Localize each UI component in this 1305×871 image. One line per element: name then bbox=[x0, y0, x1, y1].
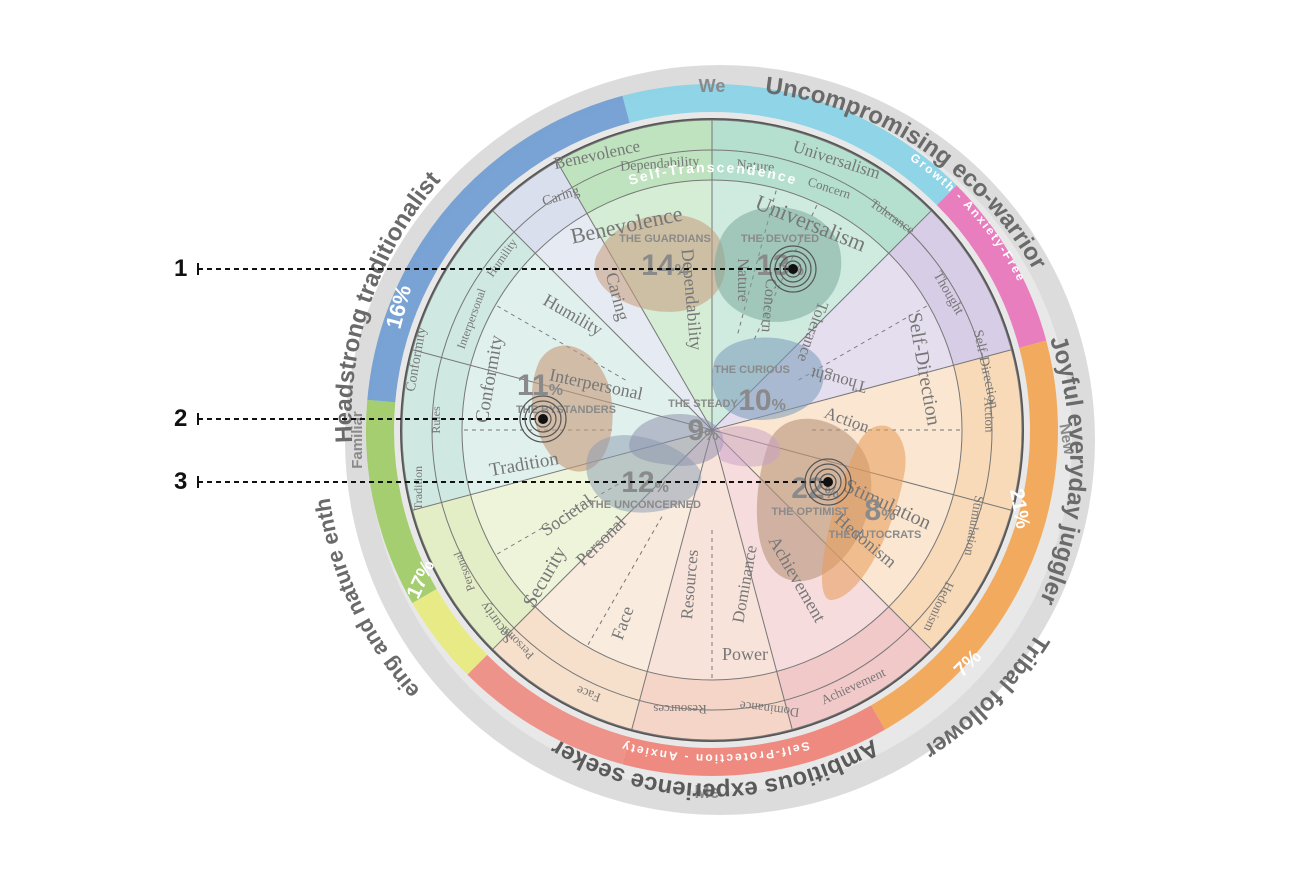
segment-name-0: THE GUARDIANS bbox=[619, 233, 711, 245]
persona-band-arc-7 bbox=[366, 399, 437, 603]
outer-label-dominance: Dominance bbox=[739, 698, 801, 720]
axis-left-label: Familiar bbox=[349, 411, 366, 469]
segment-blob-0 bbox=[594, 214, 726, 312]
segment-name-4: THE BYSTANDERS bbox=[516, 404, 616, 416]
outer-label-tradition: Tradition bbox=[411, 466, 425, 510]
value-sector-6 bbox=[631, 430, 793, 740]
inner-label-power: Power bbox=[722, 644, 768, 664]
persona-band-arc-4 bbox=[622, 705, 885, 776]
outer-label-nature: Nature bbox=[736, 157, 775, 175]
marker-lines bbox=[197, 263, 828, 488]
value-sector-10 bbox=[412, 210, 712, 430]
marker-dot-1 bbox=[788, 264, 798, 274]
segment-name-5: THE UNCONCERNED bbox=[589, 499, 701, 511]
marker-rings bbox=[519, 245, 852, 506]
persona-band-arc-5 bbox=[467, 654, 630, 765]
segment-blob-2 bbox=[712, 337, 824, 420]
segment-blob-1 bbox=[714, 207, 842, 322]
segment-name-1: THE DEVOTED bbox=[741, 233, 819, 245]
segment-blob-5 bbox=[586, 435, 702, 513]
axis-top-label: We bbox=[699, 76, 726, 96]
marker-label-1: 1 bbox=[174, 255, 188, 282]
segment-name-6: THE OPTIMIST bbox=[772, 506, 849, 518]
axis-right-label: New bbox=[1055, 423, 1077, 457]
segment-pct-5: 12% bbox=[621, 466, 669, 499]
persona-band-arc-6 bbox=[412, 589, 488, 675]
segment-blobs bbox=[531, 207, 906, 600]
segment-pct-3: 9% bbox=[688, 414, 719, 447]
segment-blob-7 bbox=[821, 425, 906, 600]
persona-band-arc-1 bbox=[622, 84, 957, 206]
persona-band-arc-0 bbox=[412, 95, 630, 271]
value-sector-3 bbox=[712, 349, 1023, 511]
marker-label-2: 2 bbox=[174, 405, 188, 432]
marker-dot-2 bbox=[538, 414, 548, 424]
outer-label-action: Action bbox=[981, 397, 997, 433]
segment-blob-8 bbox=[720, 426, 780, 467]
persona-band-arc-2 bbox=[936, 185, 1047, 348]
value-sector-11 bbox=[492, 161, 712, 431]
wheel-grid-lines bbox=[401, 119, 1023, 741]
outer-label-dependability: Dependability bbox=[620, 154, 700, 174]
marker-dot-3 bbox=[823, 477, 833, 487]
outer-label-resources: Resources bbox=[653, 702, 706, 717]
marker-label-3: 3 bbox=[174, 468, 188, 495]
segment-name-7: THE AUTOCRATS bbox=[829, 529, 922, 541]
inner-label-concern: Concern bbox=[758, 278, 780, 333]
persona-band-arc-8 bbox=[367, 257, 437, 403]
axis-bottom-label: Me bbox=[694, 782, 719, 802]
persona-color-band bbox=[366, 84, 1058, 776]
persona-band-arc-3 bbox=[871, 340, 1058, 730]
segment-name-2: THE CURIOUS bbox=[714, 364, 790, 376]
segment-name-3: THE STEADY bbox=[668, 398, 738, 410]
inner-label-nature: Nature bbox=[734, 258, 751, 302]
